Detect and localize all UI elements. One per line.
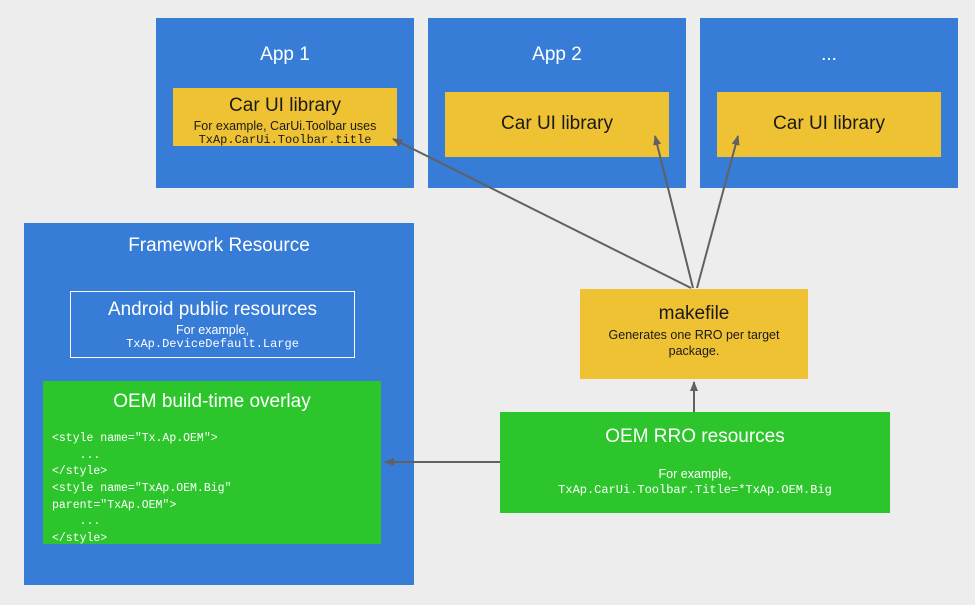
framework-resource-title: Framework Resource bbox=[128, 235, 310, 256]
oem-build-time-overlay-code: <style name="Tx.Ap.OEM"> ... </style> <s… bbox=[52, 432, 232, 546]
app-1-car-ui-library-title: Car UI library bbox=[229, 95, 341, 116]
app-3-car-ui-library-title: Car UI library bbox=[773, 113, 885, 134]
oem-rro-resources-box: OEM RRO resources For example, TxAp.CarU… bbox=[500, 412, 890, 513]
oem-rro-resources-title: OEM RRO resources bbox=[605, 426, 785, 447]
app-1-car-ui-library-subtitle: For example, CarUi.Toolbar uses bbox=[193, 119, 377, 133]
makefile-box: makefile Generates one RRO per target pa… bbox=[580, 289, 808, 379]
makefile-title: makefile bbox=[658, 303, 730, 324]
android-public-resources-box: Android public resources For example, Tx… bbox=[70, 291, 355, 358]
makefile-subtitle: Generates one RRO per target package. bbox=[608, 328, 780, 358]
app-3-title: ... bbox=[821, 44, 837, 65]
app-2-car-ui-library-title: Car UI library bbox=[501, 113, 613, 134]
app-3-car-ui-library: Car UI library bbox=[717, 92, 941, 157]
oem-rro-resources-subtitle: For example, bbox=[658, 467, 732, 481]
app-1-car-ui-library: Car UI library For example, CarUi.Toolba… bbox=[173, 88, 397, 147]
android-public-resources-subtitle: For example, bbox=[176, 323, 249, 337]
app-1-title: App 1 bbox=[260, 44, 310, 65]
app-1-car-ui-library-code: TxAp.CarUi.Toolbar.title bbox=[198, 133, 372, 147]
oem-build-time-overlay-box: OEM build-time overlay <style name="Tx.A… bbox=[43, 381, 381, 545]
app-2-title: App 2 bbox=[532, 44, 582, 65]
oem-rro-resources-code: TxAp.CarUi.Toolbar.Title=*TxAp.OEM.Big bbox=[558, 483, 832, 497]
android-public-resources-title: Android public resources bbox=[107, 299, 318, 320]
oem-build-time-overlay-title: OEM build-time overlay bbox=[113, 391, 311, 412]
app-2-car-ui-library: Car UI library bbox=[445, 92, 669, 157]
android-public-resources-code: TxAp.DeviceDefault.Large bbox=[126, 337, 299, 351]
